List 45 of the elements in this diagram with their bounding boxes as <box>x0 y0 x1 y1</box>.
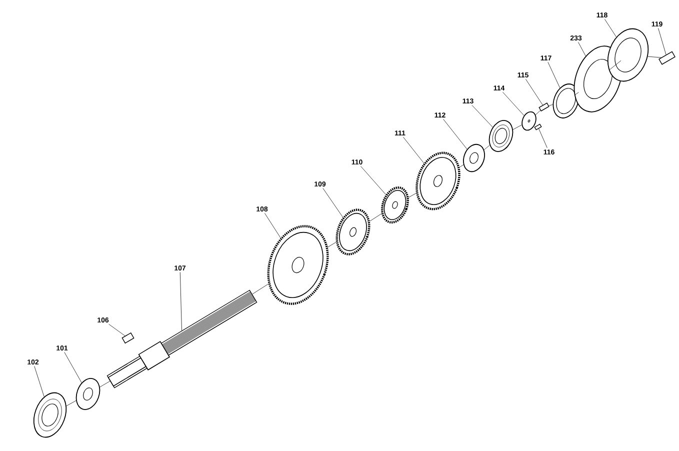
gear-drawing <box>267 225 329 305</box>
axis-line <box>100 380 110 388</box>
leader-line <box>360 166 386 195</box>
axis-line <box>370 214 382 222</box>
gear-drawing <box>416 152 460 210</box>
leader-line <box>108 324 126 336</box>
axis-line <box>252 284 269 294</box>
bearing-drawing <box>33 392 67 438</box>
gear-drawing <box>336 208 370 256</box>
leader-line <box>526 78 543 106</box>
leader-line <box>658 28 666 55</box>
disk-drawing <box>522 111 536 131</box>
leader-line <box>502 92 524 116</box>
axis-line <box>459 164 464 168</box>
axis-line <box>648 56 662 58</box>
leader-line <box>443 118 468 150</box>
leader-line <box>403 136 424 164</box>
leader-line <box>604 18 616 38</box>
cap-drawing <box>607 28 649 82</box>
leader-line <box>34 366 44 397</box>
leader-line <box>64 352 82 383</box>
axis-line <box>535 110 541 116</box>
washer-drawing <box>463 144 485 172</box>
leader-line <box>578 42 586 56</box>
axis-line <box>608 60 622 70</box>
washer-drawing <box>76 378 100 410</box>
axis-line <box>408 193 416 198</box>
leader-line <box>472 104 493 128</box>
pin-drawing <box>658 51 676 65</box>
axis-line <box>548 104 553 106</box>
leader-line <box>538 128 548 148</box>
pin-drawing <box>538 102 550 112</box>
shaft-drawing <box>106 290 258 388</box>
axis-line <box>66 400 76 406</box>
axis-line <box>574 92 579 96</box>
leader-line <box>548 62 560 88</box>
axis-line <box>484 144 490 150</box>
leader-line <box>322 188 344 218</box>
leader-line <box>180 272 182 331</box>
gear-drawing <box>381 186 409 224</box>
bearing-drawing <box>488 120 514 152</box>
axis-line <box>328 242 336 248</box>
pin-drawing <box>534 124 542 130</box>
axis-line <box>512 124 522 130</box>
leader-line <box>264 212 281 238</box>
